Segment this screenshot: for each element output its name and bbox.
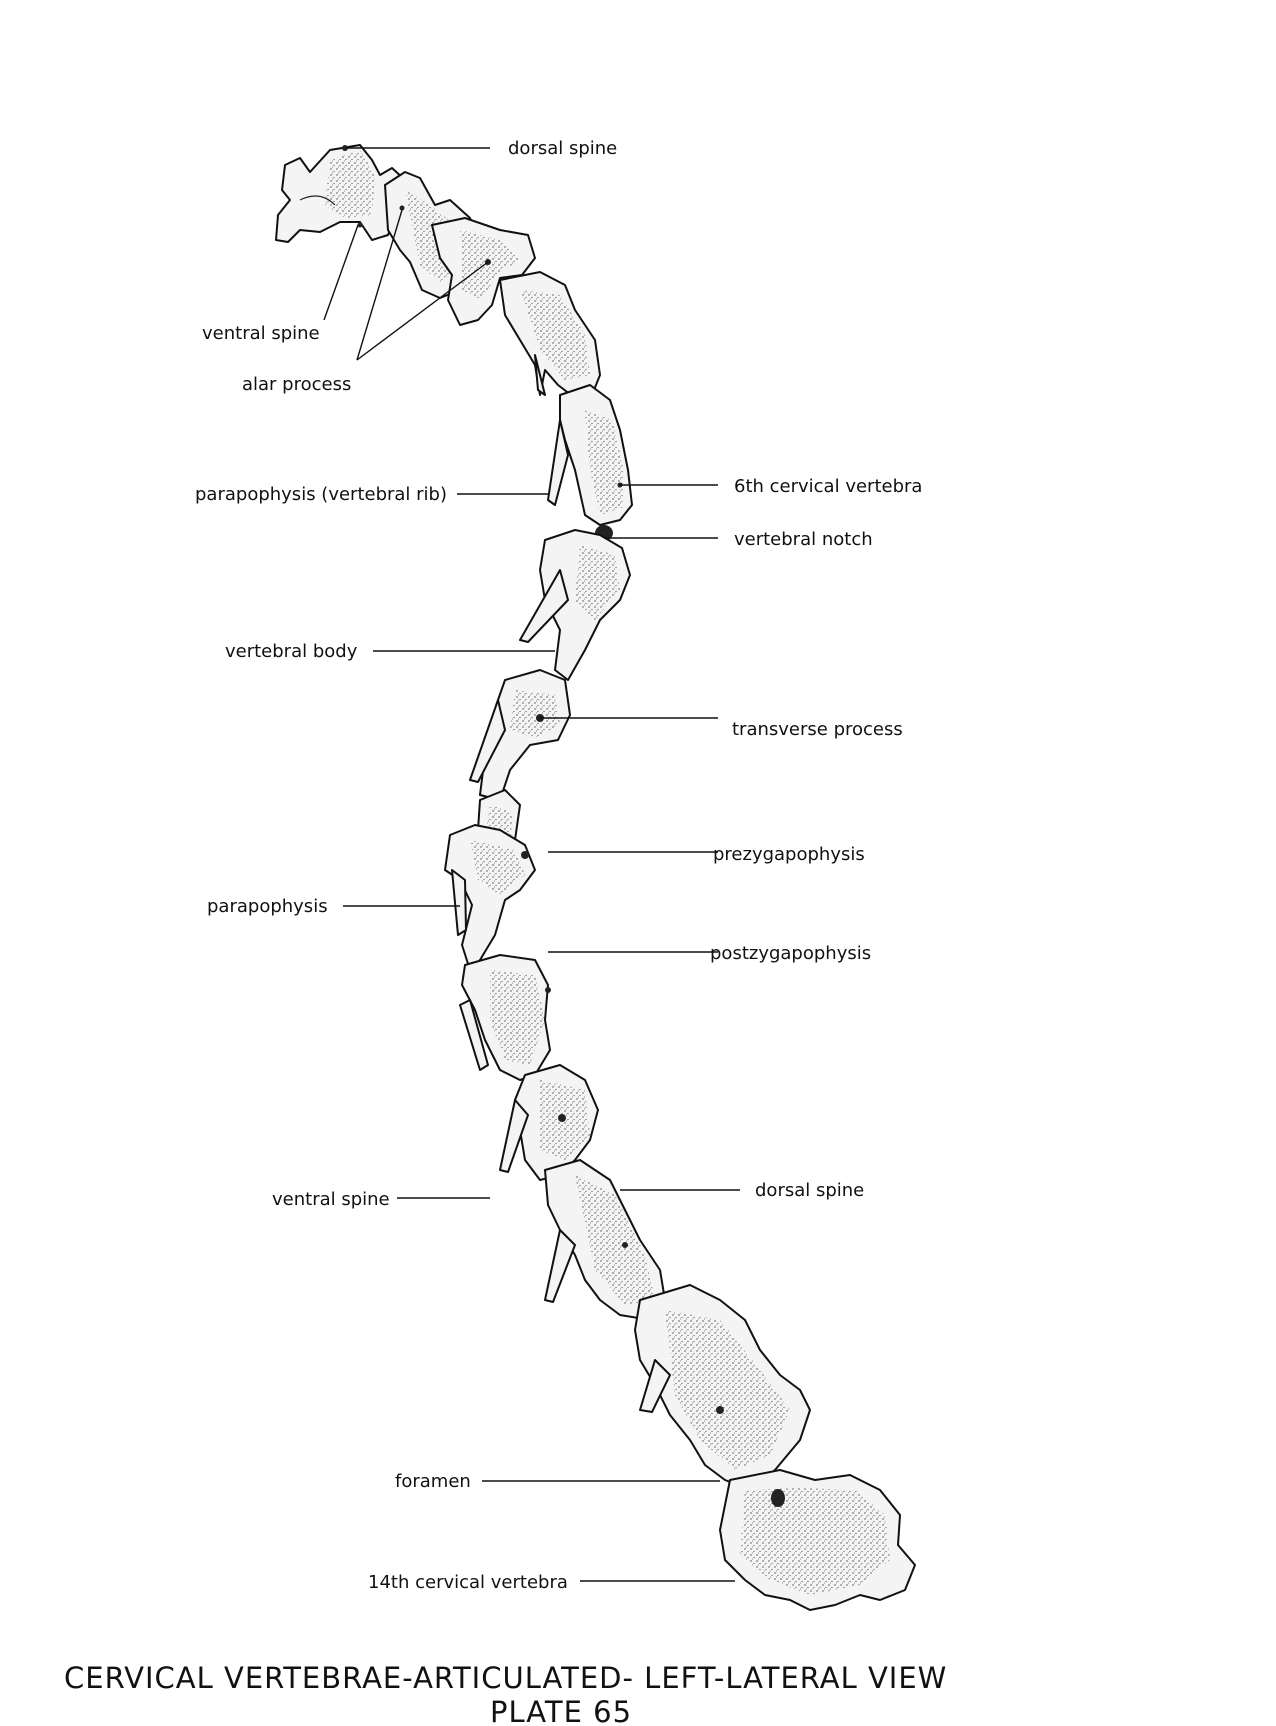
plate-title: CERVICAL VERTEBRAE-ARTICULATED- LEFT-LAT…: [64, 1661, 947, 1695]
callout-labels: dorsal spine ventral spine alar process …: [195, 138, 922, 1593]
label-vertebral-body: vertebral body: [225, 641, 358, 662]
vertebra-13: [544, 1159, 666, 1321]
plate-number: PLATE 65: [490, 1695, 632, 1726]
vertebra-11: [459, 954, 551, 1081]
vertebra-4: [431, 217, 536, 326]
vertebra-5: [499, 271, 601, 399]
label-dorsal-spine-top: dorsal spine: [508, 138, 617, 159]
vertebra-7: [519, 529, 631, 681]
label-ventral-spine-bottom: ventral spine: [272, 1189, 390, 1210]
label-prezygapophysis: prezygapophysis: [713, 844, 865, 865]
plate-caption: CERVICAL VERTEBRAE-ARTICULATED- LEFT-LAT…: [64, 1661, 947, 1726]
label-transverse-process: transverse process: [732, 719, 903, 740]
label-sixth-cervical: 6th cervical vertebra: [734, 476, 922, 497]
label-vertebral-notch: vertebral notch: [734, 529, 873, 550]
vertebral-column-illustration: [275, 144, 916, 1611]
vertebra-12: [499, 1064, 599, 1181]
vertebra-10: [444, 824, 536, 971]
vertebra-6: [547, 384, 633, 541]
label-dorsal-spine-bottom: dorsal spine: [755, 1180, 864, 1201]
label-postzygapophysis: postzygapophysis: [710, 943, 871, 964]
vertebra-14: [634, 1284, 811, 1491]
label-foramen: foramen: [395, 1471, 471, 1492]
vertebra-1-2: [275, 144, 406, 243]
label-ventral-spine-top: ventral spine: [202, 323, 320, 344]
label-parapophysis-rib: parapophysis (vertebral rib): [195, 484, 447, 505]
label-parapophysis: parapophysis: [207, 896, 328, 917]
vertebra-8: [469, 669, 571, 801]
leader-lines: [323, 147, 740, 1582]
vertebra-15-terminal: [719, 1469, 916, 1611]
label-fourteenth-cervical: 14th cervical vertebra: [368, 1572, 568, 1593]
label-alar-process: alar process: [242, 374, 351, 395]
